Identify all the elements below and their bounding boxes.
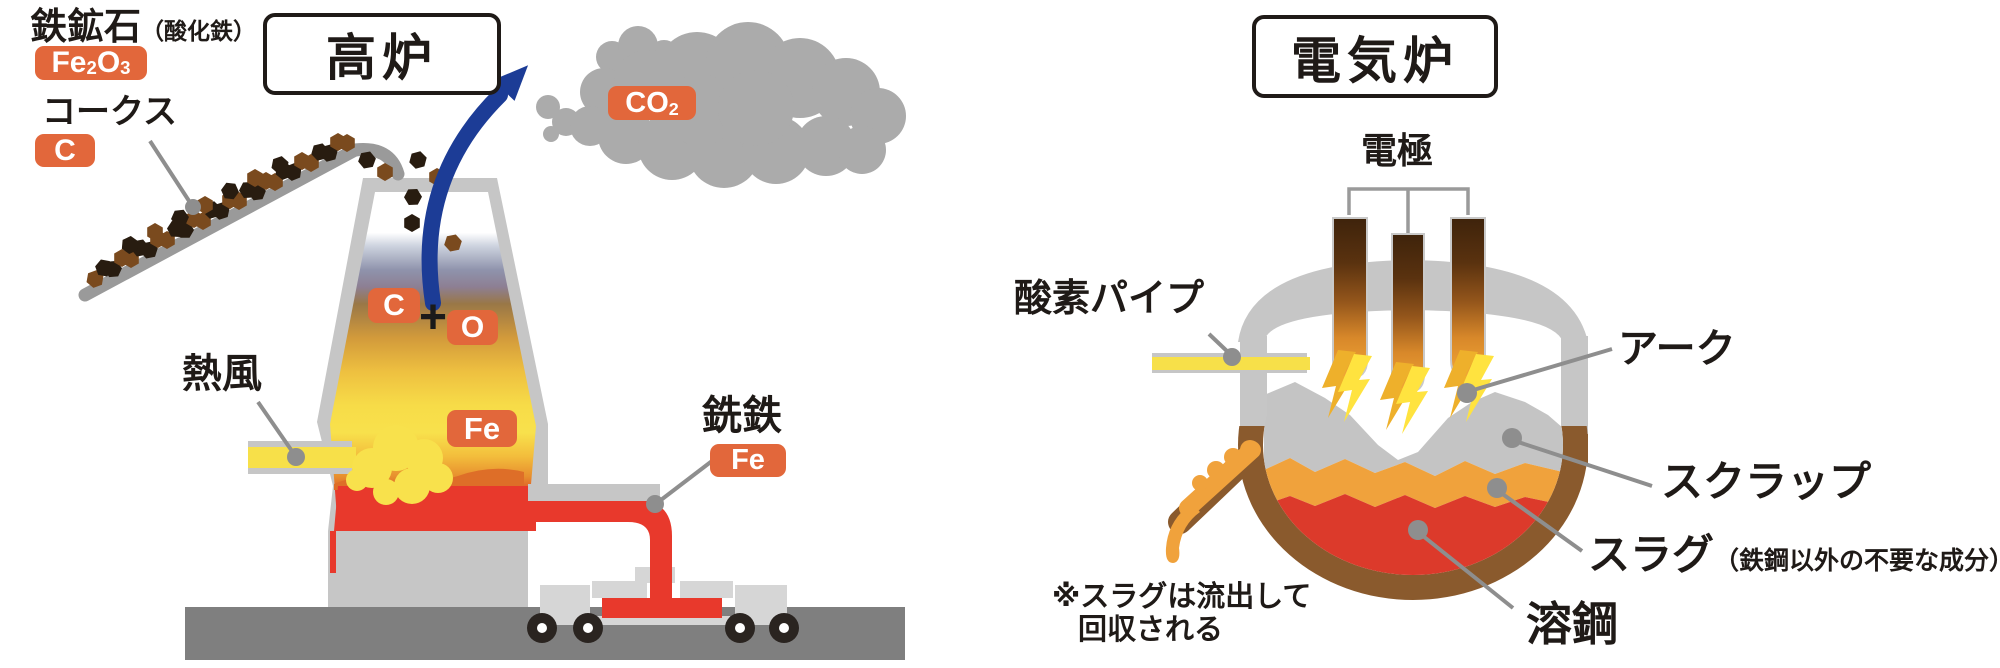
smoke-cloud [536,22,906,188]
plus-sign: + [418,291,448,344]
pointer-lines-right [1207,332,1653,610]
blast-furnace-title: 高炉 [263,13,501,95]
pointer-dots-right [1223,348,1522,540]
pointer-dots-left [185,199,664,513]
coke-formula-badge: C [35,134,95,167]
carbon-badge: C [368,288,420,323]
torpedo-car [527,567,799,643]
co2-sub: 2 [668,99,679,120]
slag-label-row: スラグ（鉄鋼以外の不要な成分） [1588,534,2000,576]
iron-badge: Fe [447,410,517,447]
blast-furnace-illustration [78,22,906,660]
electric-furnace-illustration [1152,187,1653,610]
oxygen-pipe-label: 酸素パイプ [1014,278,1205,320]
electric-furnace-title: 電気炉 [1252,15,1498,98]
co2-arrow [421,65,529,311]
iron-drip [330,531,336,573]
slag-footnote-line2: 回収される [1078,614,1224,647]
molten-iron-pool [334,486,536,531]
slag-footnote-line1: ※スラグは流出して [1052,581,1312,613]
electrode-bracket [1347,187,1470,233]
iron-ore-label: 鉄鉱石（酸化鉄） [30,8,256,45]
slag-layer [1264,458,1563,508]
formula-sub3: 3 [120,57,131,79]
coke-label: コークス [42,93,177,131]
oxygen-badge: O [447,310,498,345]
iron-ore-note: （酸化鉄） [141,18,256,44]
pointer-lines-left [148,139,714,505]
car-wheels [527,613,799,643]
formula-fe: Fe [51,46,87,79]
slag-footnote: ※スラグは流出して 回収される [1052,581,1311,648]
formula-o: O [96,46,121,79]
arc-label: アーク [1618,327,1736,371]
pig-iron-label: 銑鉄 [702,394,782,438]
co2-base: CO [625,86,669,119]
hot-air-label: 熱風 [182,352,262,396]
flame-puff [346,425,453,505]
slag-label: スラグ [1588,531,1715,578]
scrap-layer [1264,382,1563,476]
slag-spout [1165,440,1261,563]
formula-sub2: 2 [86,57,97,79]
runner-ledge [528,484,660,501]
molten-steel-label: 溶鋼 [1526,598,1618,650]
scrap-label: スクラップ [1661,458,1872,505]
right-wall [1561,336,1588,442]
conveyor-belt [78,143,405,302]
iron-ore-label-text: 鉄鉱石 [30,6,141,47]
slag-note: （鉄鋼以外の不要な成分） [1714,547,2000,575]
slag-drip [1165,503,1200,563]
electrode-label: 電極 [1361,130,1434,171]
pig-iron-formula-badge: Fe [710,444,786,477]
